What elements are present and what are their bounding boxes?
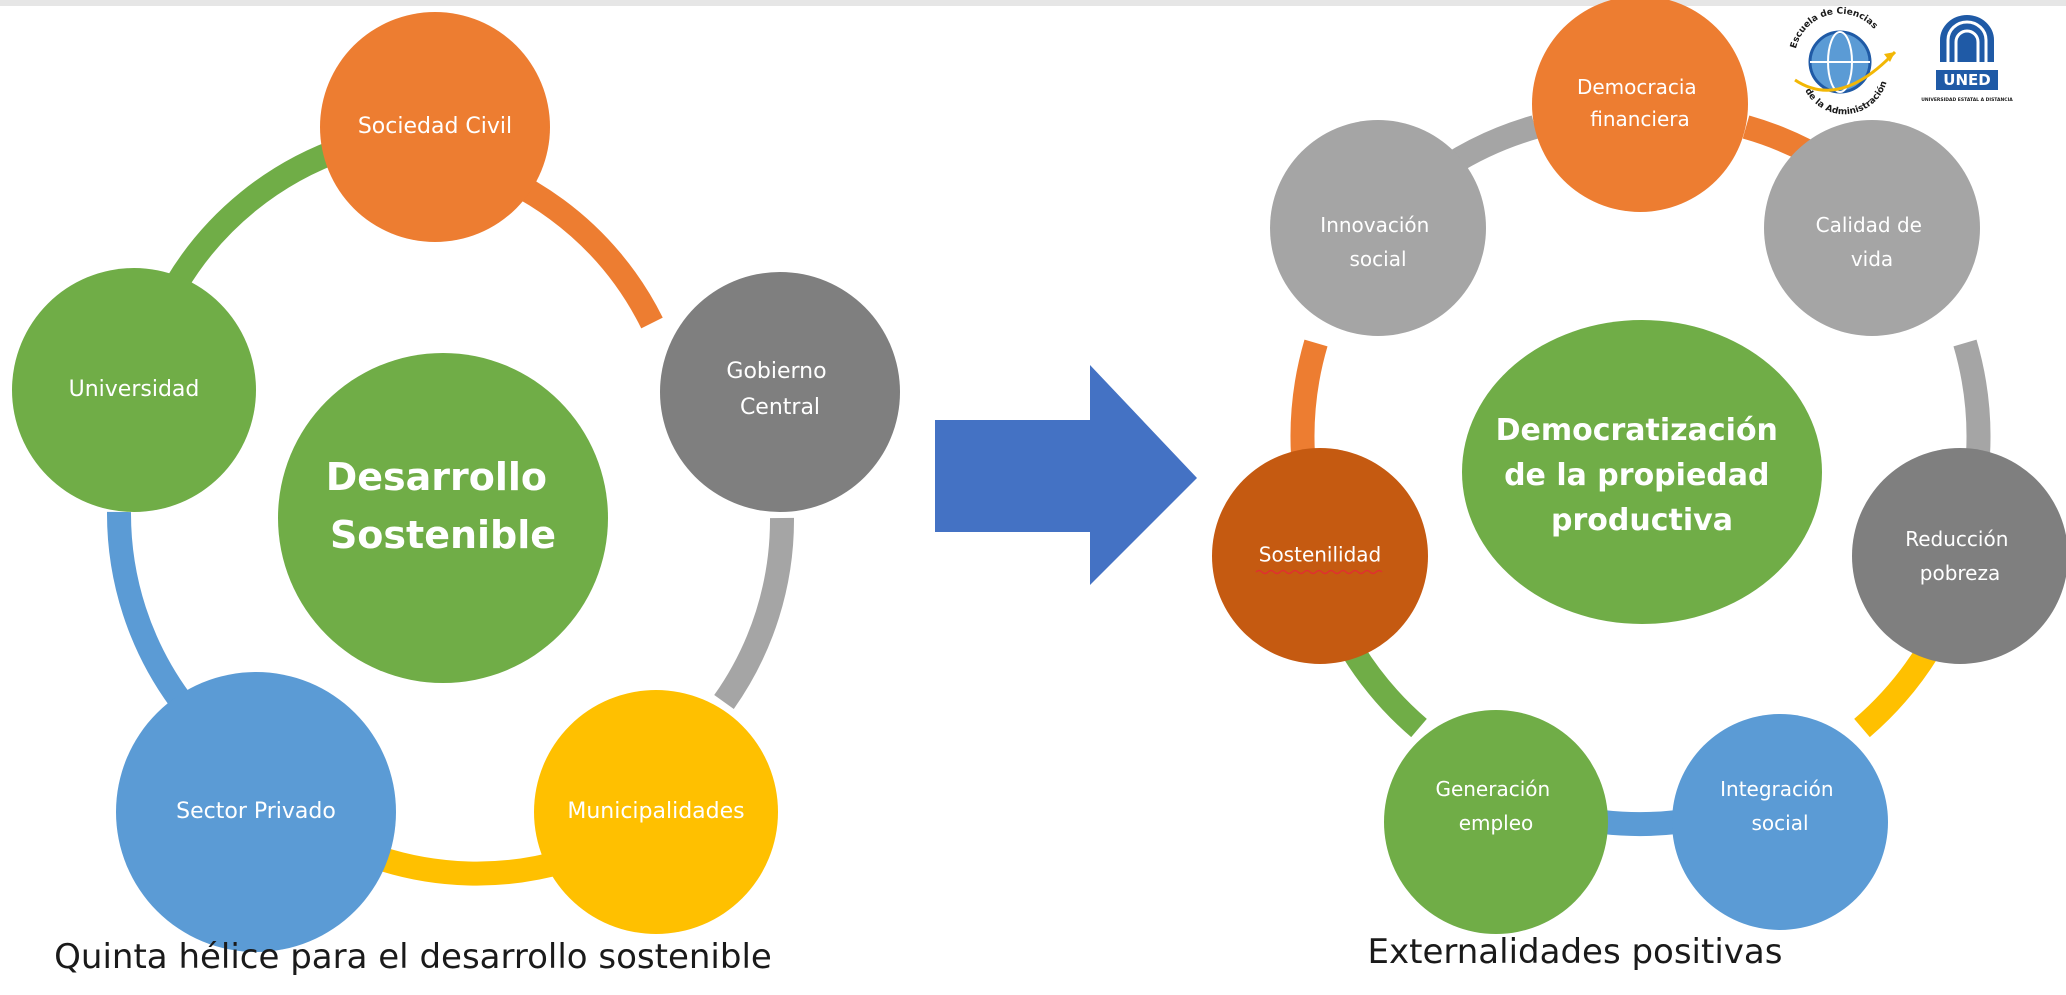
- left-node-gobierno-central: [660, 272, 900, 512]
- right-node-generacion-label: Generación empleo: [1435, 777, 1556, 835]
- right-node-innovacion-social: [1270, 120, 1486, 336]
- right-arc-sostenilidad-innovacion: [1290, 339, 1328, 456]
- right-caption: Externalidades positivas: [1368, 932, 1783, 972]
- uned-logo-wordmark: UNED: [1943, 71, 1990, 89]
- left-node-sector-privado-label: Sector Privado: [176, 799, 336, 824]
- left-node-universidad: [12, 268, 256, 512]
- left-node-sector-privado: [116, 672, 396, 952]
- right-node-reduccion-pobreza: [1852, 448, 2066, 664]
- left-diagram: Desarrollo Sostenible Sociedad Civil Gob…: [12, 12, 900, 977]
- spellcheck-underline: [1255, 569, 1383, 575]
- left-node-sociedad-civil-label: Sociedad Civil: [358, 114, 512, 139]
- left-arc-universidad-civil: [165, 136, 349, 292]
- right-integracion-line-2: social: [1751, 811, 1808, 835]
- right-node-democracia-financiera: [1532, 0, 1748, 212]
- right-node-integracion-label: Integración social: [1720, 777, 1840, 835]
- top-border: [0, 0, 2066, 6]
- right-node-democracia-financiera-label: Democracia financiera: [1577, 75, 1703, 131]
- right-center-circle: [1462, 320, 1822, 624]
- left-arc-privado-universidad: [106, 511, 190, 708]
- right-innovacion-line-2: social: [1349, 247, 1406, 271]
- right-node-sostenilidad-label: Sostenilidad: [1259, 543, 1382, 567]
- left-caption: Quinta hélice para el desarrollo sosteni…: [54, 937, 772, 977]
- right-integracion-line-1: Integración: [1720, 777, 1833, 801]
- right-arc-generacion-sostenilidad: [1342, 644, 1427, 738]
- left-node-sociedad-civil: [320, 12, 550, 242]
- right-arc-reduccion-integracion: [1854, 644, 1939, 738]
- right-center-label: Democratización de la propiedad producti…: [1496, 413, 1789, 538]
- uned-logo-subtitle: UNIVERSIDAD ESTATAL A DISTANCIA: [1921, 97, 2013, 103]
- right-democracia-line-2: financiera: [1590, 107, 1690, 131]
- left-node-municipalidades: [534, 690, 778, 934]
- left-gobierno-line-2: Central: [740, 395, 820, 420]
- right-center-line-3: productiva: [1551, 503, 1733, 538]
- left-arc-municipalidades-privado: [369, 844, 569, 886]
- right-reduccion-line-1: Reducción: [1905, 527, 2008, 551]
- uned-logo: UNED UNIVERSIDAD ESTATAL A DISTANCIA: [1921, 15, 2013, 103]
- right-node-calidad-de-vida: [1764, 120, 1980, 336]
- right-calidad-line-1: Calidad de: [1816, 213, 1922, 237]
- right-arc-calidad-reduccion: [1953, 339, 1991, 456]
- school-logo-swoosh-tip: [1884, 52, 1895, 62]
- right-node-generacion-empleo: [1384, 710, 1608, 934]
- school-logo: Escuela de Ciencias de la Administración: [1789, 7, 1897, 117]
- left-arc-gobierno-municipalidades: [714, 517, 795, 709]
- right-node-calidad-label: Calidad de vida: [1816, 213, 1929, 271]
- left-node-gobierno-central-label: Gobierno Central: [726, 359, 833, 420]
- right-innovacion-line-1: Innovación: [1320, 213, 1429, 237]
- left-center-circle: [278, 353, 608, 683]
- right-generacion-line-1: Generación: [1435, 777, 1550, 801]
- left-center-line-2: Sostenible: [330, 513, 556, 557]
- right-democracia-line-1: Democracia: [1577, 75, 1697, 99]
- right-node-sostenilidad: [1212, 448, 1428, 664]
- right-node-reduccion-label: Reducción pobreza: [1905, 527, 2015, 585]
- uned-logo-stripes: [1946, 20, 1988, 62]
- right-node-innovacion-label: Innovación social: [1320, 213, 1435, 271]
- right-node-integracion-social: [1672, 714, 1888, 930]
- school-logo-swoosh: [1794, 50, 1897, 92]
- arrow-right: [935, 365, 1197, 585]
- right-center-line-2: de la propiedad: [1504, 458, 1769, 493]
- right-center-line-1: Democratización: [1496, 413, 1778, 448]
- uned-logo-wordmark-bg: [1936, 70, 1998, 90]
- left-node-universidad-label: Universidad: [69, 377, 200, 402]
- right-reduccion-line-2: pobreza: [1920, 561, 2000, 585]
- left-gobierno-line-1: Gobierno: [726, 359, 826, 384]
- left-node-municipalidades-label: Municipalidades: [567, 799, 744, 824]
- left-center-label: Desarrollo Sostenible: [326, 455, 561, 557]
- right-arc-integracion-generacion: [1601, 810, 1679, 836]
- left-center-line-1: Desarrollo: [326, 455, 547, 499]
- right-generacion-line-2: empleo: [1459, 811, 1534, 835]
- right-diagram: Democratización de la propiedad producti…: [1212, 0, 2066, 972]
- right-calidad-line-2: vida: [1851, 247, 1893, 271]
